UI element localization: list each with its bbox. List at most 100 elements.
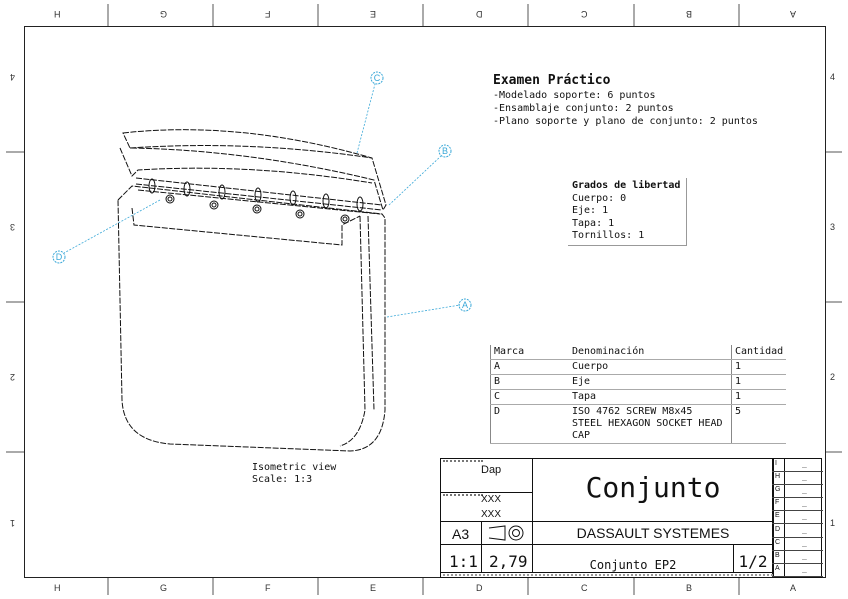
zone-label: G xyxy=(160,583,168,593)
balloon-b-label: B xyxy=(442,146,448,156)
drawing-scale: 1:1 xyxy=(449,552,478,571)
hinge-knuckle xyxy=(183,181,191,197)
leader-c xyxy=(356,83,376,154)
view-scale: Scale: 1:3 xyxy=(252,474,313,485)
balloon-b xyxy=(438,144,452,158)
revision-row: F_ xyxy=(772,498,823,512)
revision-value: _ xyxy=(802,511,807,521)
revision-letter: H xyxy=(775,473,781,481)
hinge-knuckle xyxy=(254,187,262,203)
revision-value: _ xyxy=(802,498,807,508)
zone-label: F xyxy=(265,583,271,593)
balloon-d-label: D xyxy=(56,252,63,262)
revision-value: _ xyxy=(802,472,807,482)
notes-line: -Modelado soporte: 6 puntos xyxy=(493,90,656,101)
screw-head xyxy=(252,204,262,214)
zone-label: A xyxy=(790,583,797,593)
balloons: C B D A xyxy=(52,71,472,312)
zone-label: B xyxy=(686,583,693,593)
bom-mark: D xyxy=(490,404,569,444)
sheet-size: A3 xyxy=(452,526,470,542)
zone-label: 3 xyxy=(830,222,836,232)
revision-row: I_ xyxy=(772,459,823,472)
dof-line: Tapa: 1 xyxy=(572,217,615,229)
title-block: I_H_G_F_E_D_C_B_A_ Dap XXX XXX A3 1:1 2,… xyxy=(440,458,823,578)
revision-row: A_ xyxy=(772,564,823,577)
leader-b xyxy=(388,155,442,206)
weight: 2,79 xyxy=(489,552,528,571)
check-date: XXX xyxy=(481,509,502,520)
dof-title: Grados de libertad xyxy=(572,180,681,191)
screw-head xyxy=(297,211,303,217)
designed-by: Dap xyxy=(481,464,502,476)
screw-head xyxy=(342,216,348,222)
drawing-frame xyxy=(24,26,826,578)
hinge-knuckle xyxy=(289,190,297,206)
lid-front xyxy=(119,147,373,184)
hinge-knuckle xyxy=(356,196,364,212)
bom-mark: A xyxy=(490,359,569,375)
revision-letter: G xyxy=(775,486,781,494)
notes-line: -Plano soporte y plano de conjunto: 2 pu… xyxy=(493,116,758,127)
balloon-c xyxy=(370,71,384,85)
bom-name: ISO 4762 SCREW M8x45 STEEL HEXAGON SOCKE… xyxy=(569,404,732,444)
screw-head xyxy=(254,206,260,212)
leader-d xyxy=(63,199,161,254)
revision-value: _ xyxy=(802,563,807,573)
revision-value: _ xyxy=(802,459,807,468)
degrees-of-freedom-box: Grados de libertad Cuerpo: 0 Eje: 1 Tapa… xyxy=(568,178,688,246)
revision-row: B_ xyxy=(772,551,823,564)
zone-label: D xyxy=(476,583,483,593)
drawing-number: Conjunto EP2 xyxy=(589,558,677,572)
view-label: Isometric view Scale: 1:3 xyxy=(252,462,336,486)
revision-row: E_ xyxy=(772,511,823,525)
sheet-number: 1/2 xyxy=(738,552,768,571)
bom-qty: 1 xyxy=(731,374,787,390)
revision-value: _ xyxy=(802,524,807,534)
bom-name: Tapa xyxy=(569,389,732,405)
exam-notes: Examen Práctico -Modelado soporte: 6 pun… xyxy=(493,73,758,128)
balloon-d xyxy=(52,250,66,264)
screw-head xyxy=(295,209,305,219)
bom-header-mark: Marca xyxy=(490,345,569,360)
revision-letter: B xyxy=(775,551,780,559)
bom-name: Cuerpo xyxy=(569,359,732,375)
bom-name: Eje xyxy=(569,374,732,390)
hinge-knuckle xyxy=(218,184,226,200)
bom-mark: B xyxy=(490,374,569,390)
zone-label: 1 xyxy=(830,518,836,528)
revision-value: _ xyxy=(802,550,807,560)
bom-qty: 5 xyxy=(731,404,787,444)
bom-header-row: Marca Denominación Cantidad xyxy=(490,345,787,360)
notes-line: -Ensamblaje conjunto: 2 puntos xyxy=(493,103,674,114)
balloon-c-label: C xyxy=(374,73,381,83)
bom-qty: 1 xyxy=(731,359,787,375)
checked-by: XXX xyxy=(481,494,502,505)
screws xyxy=(148,178,364,224)
hinge-knuckle xyxy=(322,193,330,209)
revision-row: D_ xyxy=(772,525,823,538)
notes-title: Examen Práctico xyxy=(493,73,611,88)
revision-letter: I xyxy=(775,460,777,467)
bom-header-qty: Cantidad xyxy=(731,345,787,360)
lid-outline xyxy=(122,129,387,212)
revision-value: _ xyxy=(802,537,807,547)
revision-value: _ xyxy=(802,485,807,495)
lid-inner xyxy=(129,145,373,159)
revision-letter: D xyxy=(775,525,781,533)
screw-head xyxy=(167,196,173,202)
balloon-a xyxy=(458,298,472,312)
revision-letter: C xyxy=(775,538,781,546)
revision-row: C_ xyxy=(772,538,823,551)
balloon-a-label: A xyxy=(462,300,468,310)
company-name: DASSAULT SYSTEMES xyxy=(576,525,730,541)
hinge-knuckle xyxy=(148,178,156,194)
leader-lines xyxy=(63,83,461,318)
dof-line: Cuerpo: 0 xyxy=(572,192,627,204)
zone-label: H xyxy=(54,583,61,593)
